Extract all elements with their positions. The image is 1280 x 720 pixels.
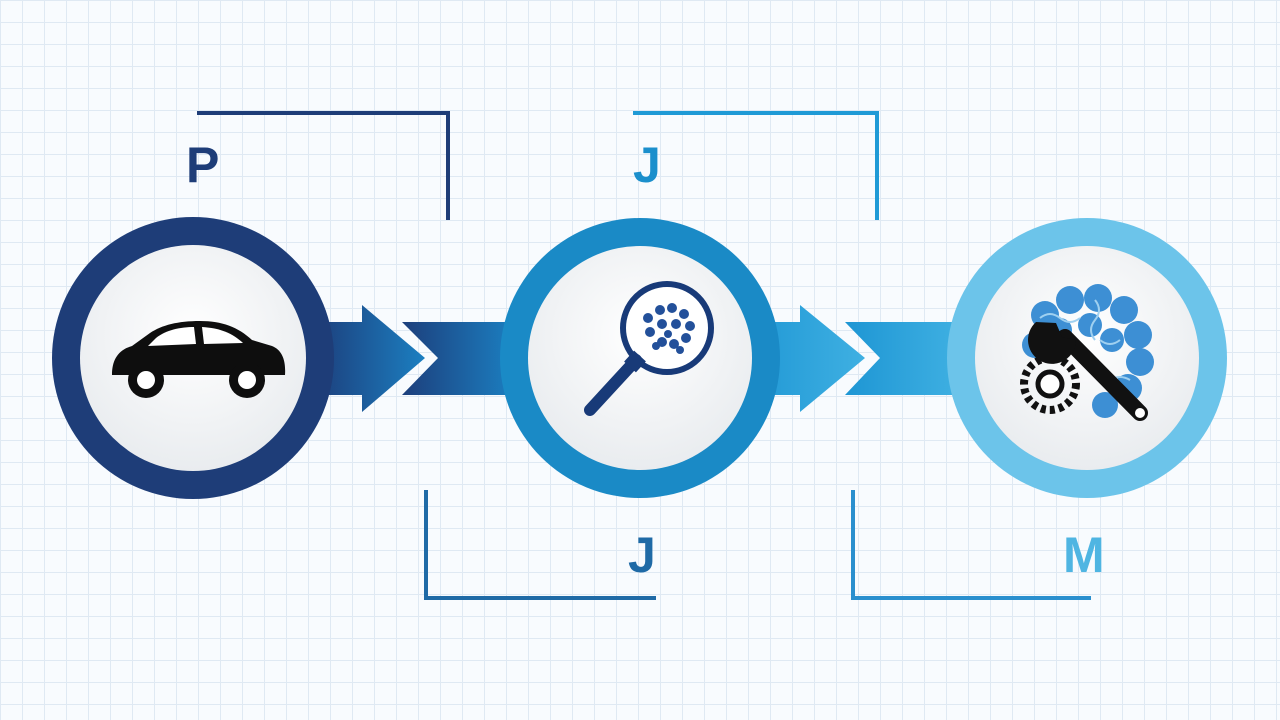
bracket-step1-top <box>197 111 450 220</box>
step3-node <box>947 218 1227 498</box>
magnifier-brain-icon <box>584 281 714 416</box>
brain-wrench-gear-icon <box>1020 284 1154 421</box>
wrench-icon <box>1028 322 1148 421</box>
connector-chevron-2 <box>845 322 960 395</box>
step2-top-label: J <box>633 137 661 193</box>
car-icon <box>112 321 286 398</box>
step2-node <box>500 218 780 498</box>
step2-bottom-label: J <box>628 527 656 583</box>
connector-arrow-1 <box>315 305 425 412</box>
step3-bottom-label: M <box>1063 527 1105 583</box>
step1-top-label: P <box>186 137 220 193</box>
bracket-step2-bottom <box>424 490 656 600</box>
bracket-step2-top <box>633 111 879 220</box>
bracket-step3-bottom <box>851 490 1091 600</box>
step1-node <box>52 217 334 499</box>
connector-chevron-1 <box>402 322 515 395</box>
